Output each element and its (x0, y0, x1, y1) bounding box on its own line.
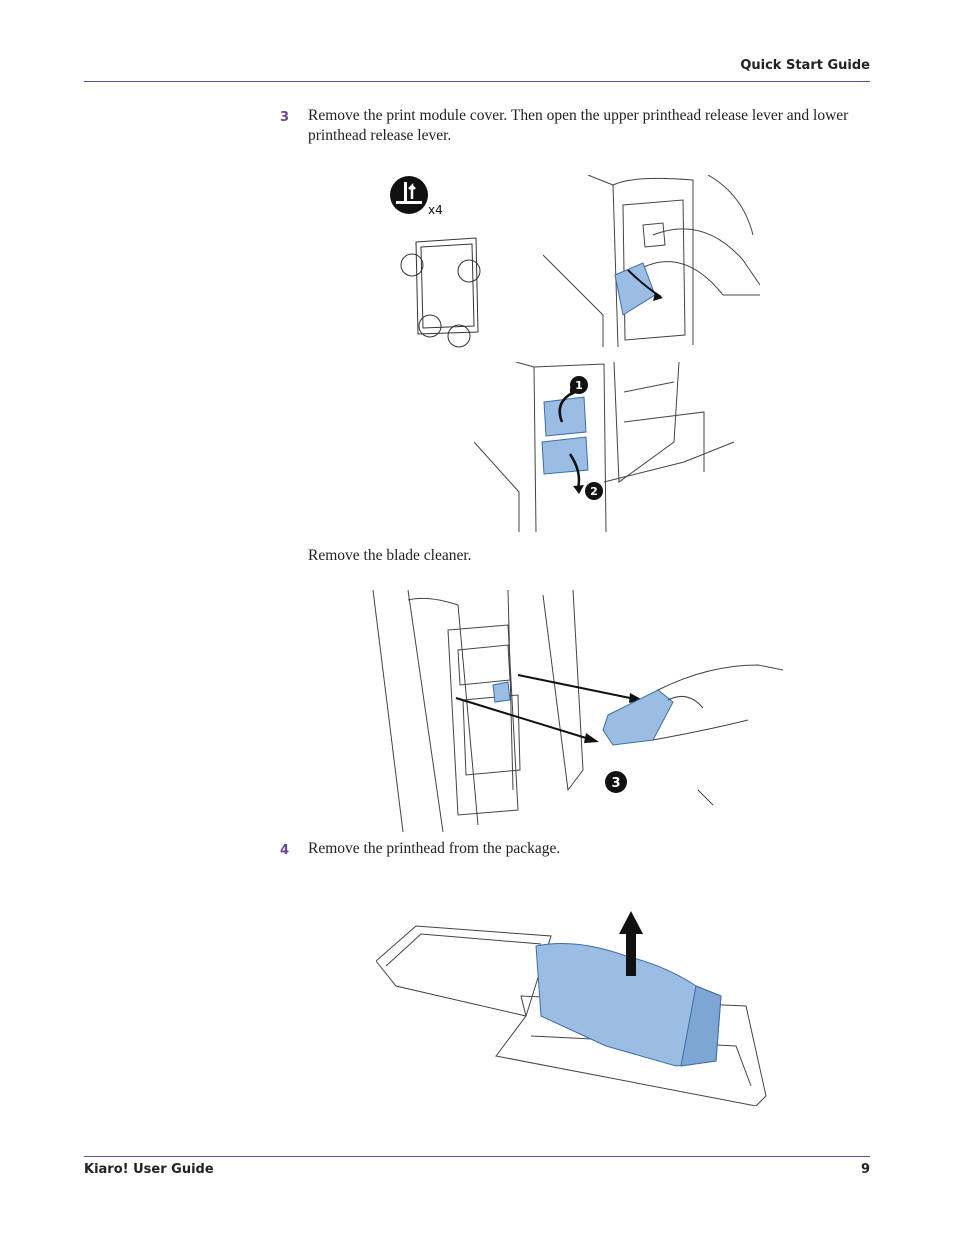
lift-arrow-icon (619, 911, 643, 976)
header-rule (84, 81, 870, 82)
callout-2: 2 (585, 482, 603, 500)
printhead-package-illustration (376, 911, 767, 1106)
callout-1: 1 (570, 376, 588, 394)
running-header: Quick Start Guide (740, 58, 870, 73)
blade-cleaner-illustration: 3 (372, 590, 784, 832)
svg-text:1: 1 (575, 379, 583, 392)
sub-instruction-text: Remove the blade cleaner. (308, 547, 472, 564)
footer-doc-title: Kiaro! User Guide (84, 1162, 214, 1177)
cover-hand-illustration (543, 175, 760, 347)
svg-text:3: 3 (611, 776, 620, 791)
step-3-number: 3 (280, 110, 290, 125)
printhead (535, 943, 722, 1067)
callout-3: 3 (605, 771, 627, 793)
screw-count-label: x4 (428, 203, 443, 217)
print-module-cover (400, 237, 481, 348)
svg-text:2: 2 (590, 485, 598, 498)
lever-illustration: 1 2 (474, 362, 735, 532)
cover-removal-illustration: x4 (390, 176, 481, 348)
upper-release-lever (543, 396, 587, 437)
blade-cleaner-slot (492, 681, 511, 703)
page-number: 9 (860, 1162, 870, 1177)
step-4-number: 4 (280, 843, 290, 858)
step-3-text: Remove the print module cover. Then open… (308, 107, 849, 144)
step-4-text: Remove the printhead from the package. (308, 840, 561, 857)
lower-release-lever (541, 436, 589, 475)
screw-icon (390, 176, 428, 214)
footer-rule (84, 1156, 870, 1157)
